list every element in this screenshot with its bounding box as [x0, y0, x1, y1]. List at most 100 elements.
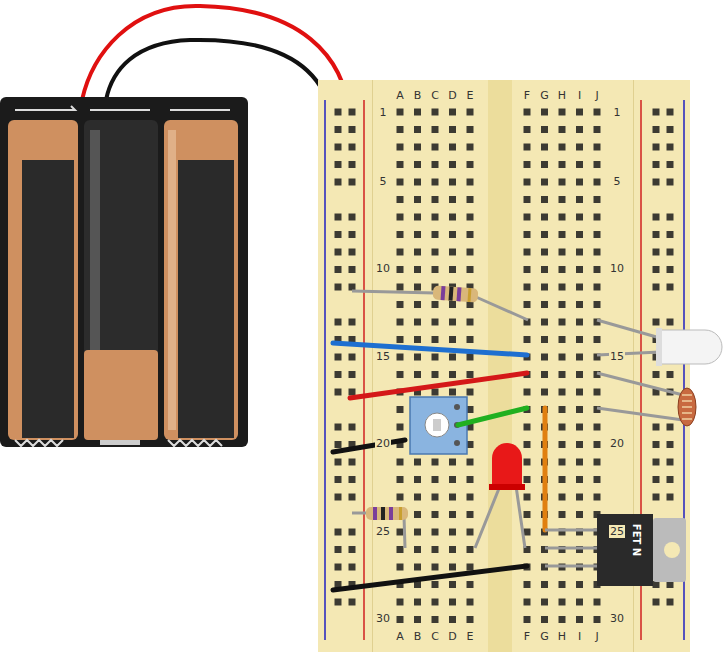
column-letter: I — [577, 630, 582, 643]
breadboard-hole — [594, 441, 601, 448]
breadboard-hole — [349, 284, 356, 291]
row-number: 30 — [375, 612, 391, 625]
row-number: 1 — [613, 106, 622, 119]
breadboard-hole — [576, 144, 583, 151]
breadboard-hole — [335, 214, 342, 221]
breadboard-hole — [432, 546, 439, 553]
breadboard-hole — [594, 266, 601, 273]
fet-tab — [653, 518, 686, 582]
breadboard-hole — [524, 109, 531, 116]
breadboard-hole — [653, 284, 660, 291]
breadboard-hole — [559, 231, 566, 238]
column-letter: H — [557, 630, 567, 643]
breadboard-hole — [576, 109, 583, 116]
breadboard-hole — [559, 354, 566, 361]
breadboard-hole — [467, 581, 474, 588]
breadboard-hole — [541, 214, 548, 221]
breadboard-hole — [432, 249, 439, 256]
breadboard-hole — [414, 301, 421, 308]
breadboard-hole — [432, 301, 439, 308]
breadboard-hole — [576, 389, 583, 396]
breadboard-hole — [467, 249, 474, 256]
breadboard-hole — [576, 616, 583, 623]
breadboard-hole — [524, 599, 531, 606]
row-number: 25 — [375, 525, 391, 538]
breadboard-hole — [449, 144, 456, 151]
breadboard-hole — [467, 266, 474, 273]
breadboard-hole — [559, 214, 566, 221]
breadboard-hole — [397, 424, 404, 431]
breadboard-hole — [467, 161, 474, 168]
breadboard-hole — [335, 144, 342, 151]
breadboard-hole — [524, 424, 531, 431]
breadboard-hole — [397, 476, 404, 483]
breadboard-hole — [594, 389, 601, 396]
breadboard-hole — [349, 126, 356, 133]
breadboard-hole — [576, 371, 583, 378]
breadboard-hole — [559, 126, 566, 133]
breadboard-hole — [541, 109, 548, 116]
breadboard-hole — [541, 389, 548, 396]
breadboard-hole — [559, 179, 566, 186]
breadboard-hole — [541, 616, 548, 623]
breadboard-hole — [349, 231, 356, 238]
breadboard-hole — [541, 179, 548, 186]
battery-cell — [164, 120, 238, 440]
breadboard-hole — [449, 476, 456, 483]
breadboard-hole — [576, 266, 583, 273]
breadboard-hole — [524, 161, 531, 168]
breadboard-hole — [559, 389, 566, 396]
jumper-wire-black — [333, 440, 405, 452]
battery-contact — [100, 440, 140, 445]
breadboard-hole — [653, 441, 660, 448]
breadboard-hole — [349, 546, 356, 553]
breadboard-hole — [667, 494, 674, 501]
breadboard-hole — [541, 336, 548, 343]
breadboard-hole — [653, 249, 660, 256]
breadboard-hole — [667, 144, 674, 151]
battery-cell-body — [22, 160, 74, 438]
breadboard-hole — [397, 249, 404, 256]
breadboard-hole — [524, 266, 531, 273]
breadboard-hole — [397, 179, 404, 186]
led-leg — [597, 320, 660, 355]
breadboard-hole — [414, 161, 421, 168]
breadboard-hole — [397, 564, 404, 571]
breadboard-hole — [335, 529, 342, 536]
breadboard-hole — [576, 494, 583, 501]
breadboard-hole — [576, 476, 583, 483]
breadboard-hole — [432, 529, 439, 536]
breadboard-hole — [449, 249, 456, 256]
breadboard-hole — [414, 564, 421, 571]
led-rim — [656, 328, 662, 366]
breadboard-hole — [349, 179, 356, 186]
breadboard-hole — [335, 494, 342, 501]
column-letter: H — [557, 89, 567, 102]
breadboard-hole — [467, 144, 474, 151]
battery-highlight — [168, 130, 176, 430]
breadboard-hole — [576, 354, 583, 361]
breadboard-hole — [335, 599, 342, 606]
breadboard-hole — [559, 424, 566, 431]
breadboard-hole — [594, 161, 601, 168]
breadboard-hole — [449, 214, 456, 221]
breadboard-hole — [335, 564, 342, 571]
breadboard-hole — [397, 459, 404, 466]
breadboard-hole — [576, 581, 583, 588]
breadboard-hole — [541, 371, 548, 378]
breadboard-hole — [335, 354, 342, 361]
breadboard-hole — [432, 266, 439, 273]
breadboard-hole — [397, 529, 404, 536]
column-letter: J — [594, 630, 599, 643]
breadboard-hole — [432, 581, 439, 588]
breadboard-hole — [576, 179, 583, 186]
breadboard-hole — [414, 284, 421, 291]
breadboard-hole — [414, 214, 421, 221]
fet-hole — [664, 542, 680, 558]
breadboard-hole — [667, 424, 674, 431]
jumper-wire-red — [350, 373, 527, 398]
breadboard-hole — [335, 231, 342, 238]
breadboard-hole — [467, 336, 474, 343]
breadboard-hole — [559, 336, 566, 343]
battery-cell-cap — [84, 350, 158, 440]
